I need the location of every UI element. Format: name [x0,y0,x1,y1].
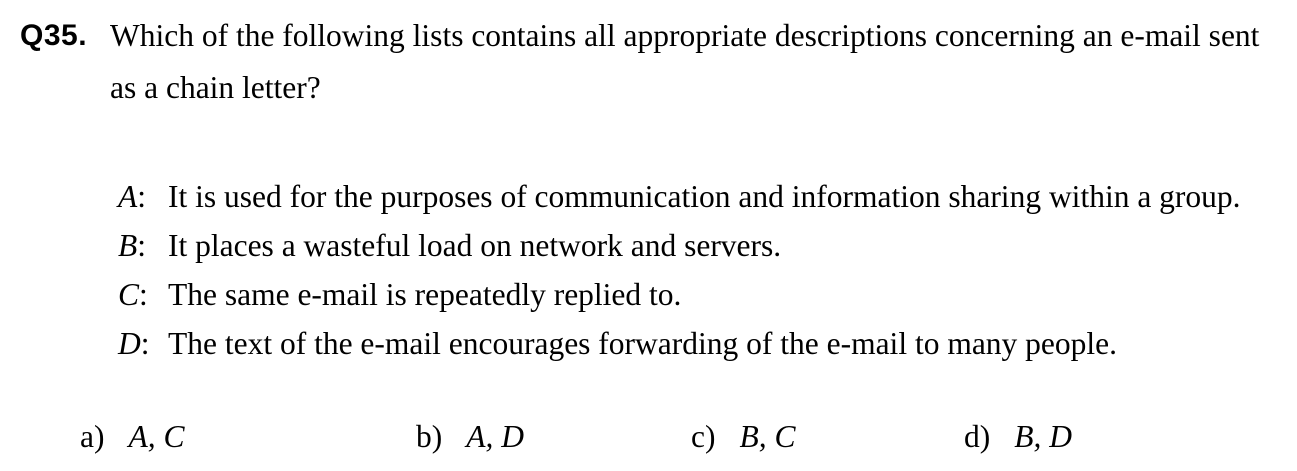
option-d-label: d) [964,419,991,454]
statement-list: A: It is used for the purposes of commun… [118,172,1279,368]
statement-letter: D [118,326,141,361]
question-text: Which of the following lists contains al… [110,18,1260,105]
option-c-value: B, C [739,419,796,454]
statement-row-b: B: It places a wasteful load on network … [118,221,1279,270]
statement-label: B: [118,221,168,270]
option-d-value: B, D [1014,419,1072,454]
option-c: c) B, C [691,416,964,458]
statement-label: C: [118,270,168,319]
option-b-value: A, D [466,419,524,454]
statement-row-a: A: It is used for the purposes of commun… [118,172,1279,221]
statement-colon: : [139,277,148,312]
statement-colon: : [137,179,147,214]
statement-text: The text of the e-mail encourages forwar… [168,326,1118,361]
question-block: Q35. Which of the following lists contai… [20,10,1279,114]
option-a: a) A, C [80,416,416,458]
statement-label: A: [118,172,168,221]
statement-text: The same e-mail is repeatedly replied to… [168,277,682,312]
option-c-label: c) [691,419,716,454]
question-number: Q35. [20,19,88,52]
statement-text: It is used for the purposes of communica… [168,179,1241,214]
option-b-label: b) [416,419,443,454]
option-b: b) A, D [416,416,691,458]
statement-letter: B [118,228,138,263]
statement-colon: : [140,326,150,361]
statement-label: D: [118,319,168,368]
statement-row-c: C: The same e-mail is repeatedly replied… [118,270,1279,319]
statement-colon: : [137,228,147,263]
statement-letter: C [118,277,140,312]
statement-letter: A [118,179,138,214]
answer-options-row: a) A, C b) A, D c) B, C d) B, D [80,416,1279,458]
option-d: d) B, D [964,416,1072,458]
option-a-value: A, C [128,419,185,454]
option-a-label: a) [80,419,105,454]
statement-text: It places a wasteful load on network and… [168,228,782,263]
statement-row-d: D: The text of the e-mail encourages for… [118,319,1279,368]
